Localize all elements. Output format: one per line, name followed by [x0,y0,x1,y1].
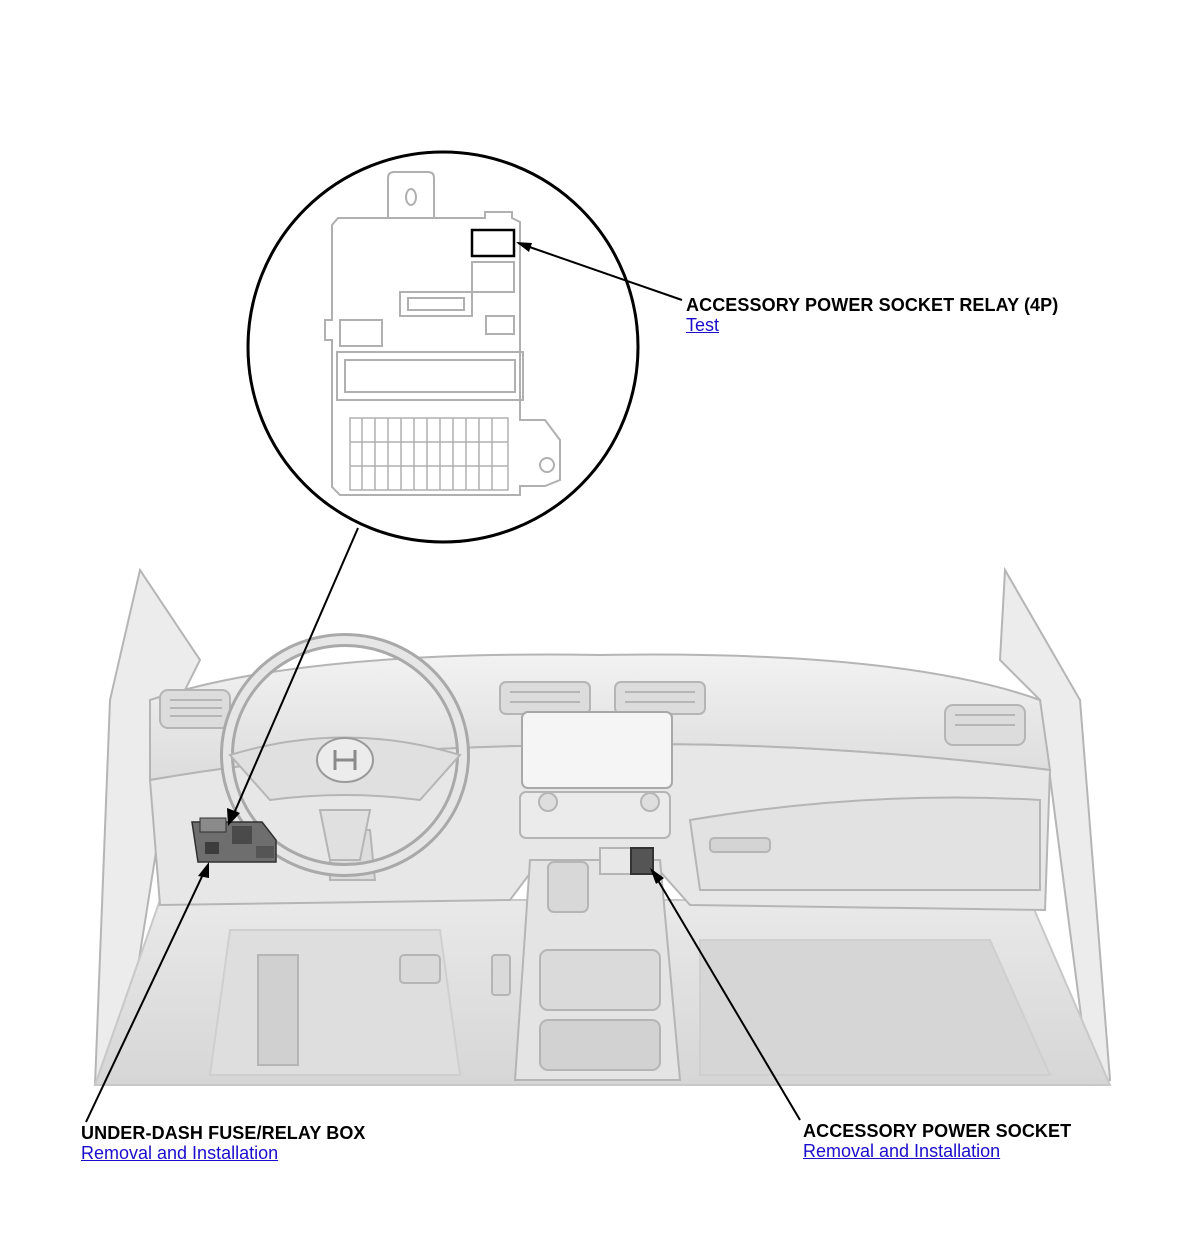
vehicle-interior-illustration [93,566,1112,1087]
magnifier-leader-line [231,527,359,819]
fusebox-leader-line [85,867,207,1123]
fuse-relay-box-closeup [324,171,561,496]
socket-removal-link[interactable]: Removal and Installation [803,1141,1001,1161]
relay-callout: ACCESSORY POWER SOCKET RELAY (4P) Test [686,295,1058,337]
leader-lines [85,242,801,1123]
arrowheads [198,242,664,884]
socket-callout: ACCESSORY POWER SOCKET Removal and Insta… [803,1121,1071,1163]
relay-arrowhead [516,242,532,252]
socket-leader-line [652,871,801,1121]
magnified-detail [246,150,640,544]
magnifier-arrowhead [227,808,240,826]
fusebox-callout: UNDER-DASH FUSE/RELAY BOX Removal and In… [81,1123,366,1165]
under-dash-fuse-relay-box-illustration [191,817,277,863]
relay-test-link[interactable]: Test [686,315,720,335]
fusebox-arrowhead [198,862,209,878]
magnifier-circle [246,150,640,544]
relay-leader-line [517,242,683,301]
fusebox-removal-link[interactable]: Removal and Installation [81,1143,279,1163]
fusebox-title: UNDER-DASH FUSE/RELAY BOX [81,1123,366,1143]
socket-title: ACCESSORY POWER SOCKET [803,1121,1072,1141]
socket-arrowhead [650,868,664,884]
relay-title: ACCESSORY POWER SOCKET RELAY (4P) [686,295,1059,315]
